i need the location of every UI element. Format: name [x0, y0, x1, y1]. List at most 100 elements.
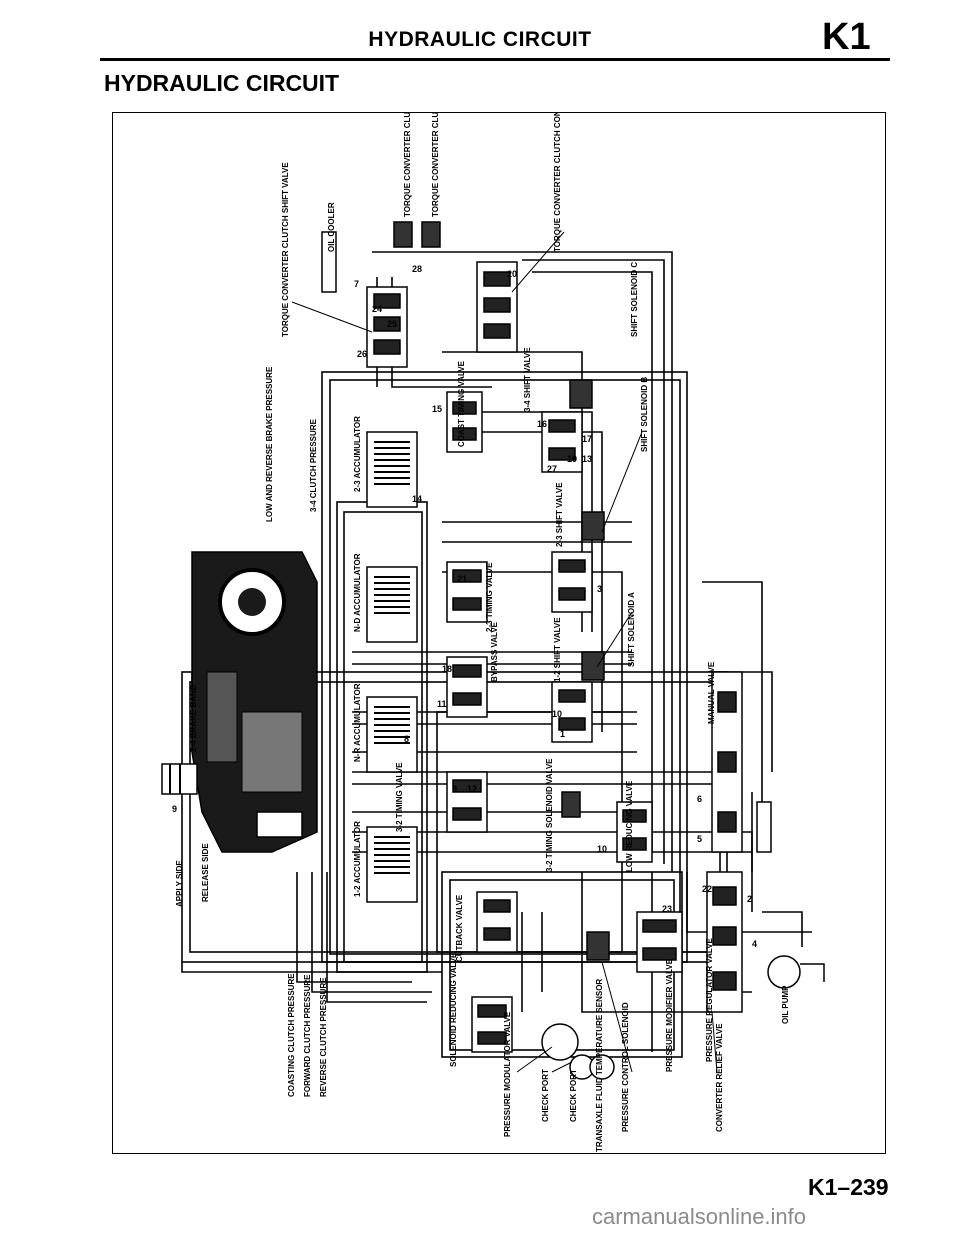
- svg-text:9: 9: [172, 804, 177, 814]
- port-numbers: 7 28 20 24 25 26 15 16 17 19 13 27 14 21…: [172, 264, 757, 949]
- timing-32-solenoid-body: [561, 791, 581, 818]
- label-nd-acc: N-D ACCUMULATOR: [353, 553, 362, 632]
- label-reverse-clutch: REVERSE CLUTCH PRESSURE: [319, 977, 328, 1097]
- svg-text:5: 5: [697, 834, 702, 844]
- svg-text:17: 17: [582, 434, 592, 444]
- shift-solenoid-a-body: [581, 651, 605, 681]
- label-acc-12: 1-2 ACCUMULATOR: [353, 821, 362, 897]
- component-labels: TORQUE CONVERTER CLUTCH SOLENOID VALVE T…: [175, 112, 790, 1152]
- label-timing-23: 2-3 TIMING VALVE: [485, 562, 494, 632]
- label-shift-12: 1-2 SHIFT VALVE: [553, 617, 562, 682]
- label-nr-acc: N-R ACCUMULATOR: [353, 683, 362, 762]
- svg-text:15: 15: [432, 404, 442, 414]
- label-check-port-2: CHECK PORT: [569, 1069, 578, 1122]
- svg-text:20: 20: [507, 269, 517, 279]
- label-release-side: RELEASE SIDE: [201, 843, 210, 902]
- label-coast-timing: COAST TIMING VALVE: [457, 360, 466, 447]
- check-port-3-symbol: [589, 1054, 615, 1080]
- acc-nr-body: [366, 696, 418, 773]
- svg-text:3: 3: [597, 584, 602, 594]
- label-bypass: BYPASS VALVE: [490, 621, 499, 682]
- svg-text:8: 8: [404, 734, 409, 744]
- svg-text:18: 18: [442, 664, 452, 674]
- svg-text:24: 24: [372, 304, 382, 314]
- svg-text:12: 12: [467, 784, 477, 794]
- label-coasting-clutch: COASTING CLUTCH PRESSURE: [287, 973, 296, 1097]
- transaxle-section: [161, 551, 318, 853]
- header-title: HYDRAULIC CIRCUIT: [368, 28, 592, 51]
- label-shift-solenoid-b: SHIFT SOLENOID B: [640, 377, 649, 452]
- label-converter-relief: CONVERTER RELIEF VALVE: [715, 1023, 724, 1132]
- label-pressure-modifier: PRESSURE MODIFIER VALVE: [665, 958, 674, 1072]
- shift-solenoid-b-body: [581, 511, 605, 541]
- label-timing-32: 3-2 TIMING VALVE: [395, 762, 404, 832]
- svg-text:21: 21: [457, 574, 467, 584]
- label-shift-solenoid-c: SHIFT SOLENOID C: [630, 262, 639, 337]
- label-pressure-regulator: PRESSURE REGULATOR VALVE: [705, 937, 714, 1062]
- label-oil-cooler: OIL COOLER: [327, 202, 336, 252]
- label-check-port-1: CHECK PORT: [541, 1069, 550, 1122]
- label-oil-pump: OIL PUMP: [781, 985, 790, 1024]
- tcc-solenoid-body: [393, 221, 413, 248]
- label-brake-band: 2-4 BRAKE BAND: [189, 684, 198, 752]
- header-rule: [100, 58, 890, 61]
- label-tcc-control-solenoid: TORQUE CONVERTER CLUTCH CONTROL SOLENOID…: [431, 112, 440, 217]
- label-pressure-modulator: PRESSURE MODULATOR VALVE: [503, 1011, 512, 1137]
- label-shift-34: 3-4 SHIFT VALVE: [523, 347, 532, 412]
- svg-text:1: 1: [560, 729, 565, 739]
- label-fluid-temp: TRANSAXLE FLUID TEMPERATURE SENSOR: [595, 979, 604, 1152]
- label-forward-clutch: FORWARD CLUTCH PRESSURE: [303, 974, 312, 1097]
- svg-text:16: 16: [537, 419, 547, 429]
- svg-text:10: 10: [597, 844, 607, 854]
- tcc-control-solenoid-body: [421, 221, 441, 248]
- misc-components: [321, 231, 825, 1080]
- svg-text:14: 14: [412, 494, 422, 504]
- svg-text:11: 11: [437, 699, 447, 709]
- label-clutch-34: 3-4 CLUTCH PRESSURE: [309, 418, 318, 512]
- label-tcc-shift-valve: TORQUE CONVERTER CLUTCH SHIFT VALVE: [281, 162, 290, 337]
- accumulators: [366, 431, 418, 903]
- label-manual-valve: MANUAL VALVE: [707, 661, 716, 724]
- svg-text:9: 9: [452, 784, 457, 794]
- acc-nd-body: [366, 566, 418, 643]
- label-tcc-control-valve: TORQUE CONVERTER CLUTCH CONTROL VALVE: [553, 112, 562, 252]
- spool-valves: [366, 261, 743, 1053]
- svg-text:19: 19: [567, 454, 577, 464]
- svg-text:10: 10: [552, 709, 562, 719]
- svg-text:7: 7: [354, 279, 359, 289]
- label-shift-solenoid-a: SHIFT SOLENOID A: [627, 592, 636, 667]
- label-low-reverse-brake: LOW AND REVERSE BRAKE PRESSURE: [265, 366, 274, 522]
- svg-text:6: 6: [697, 794, 702, 804]
- svg-text:28: 28: [412, 264, 422, 274]
- svg-text:27: 27: [547, 464, 557, 474]
- label-tcc-solenoid: TORQUE CONVERTER CLUTCH SOLENOID VALVE: [403, 112, 412, 217]
- svg-text:2: 2: [747, 894, 752, 904]
- diagram-frame: [112, 112, 886, 1154]
- label-low-reducing: LOW REDUCING VALVE: [625, 780, 634, 872]
- label-acc-23: 2-3 ACCUMULATOR: [353, 416, 362, 492]
- label-timing-32-sol: 3-2 TIMING SOLENOID VALVE: [545, 758, 554, 872]
- label-cutback: CUTBACK VALVE: [455, 894, 464, 962]
- svg-text:4: 4: [752, 939, 757, 949]
- pump-side-element: [756, 801, 772, 853]
- label-pressure-control-sol: PRESSURE CONTROL SOLENOID: [621, 1002, 630, 1132]
- section-code: K1: [822, 16, 871, 58]
- pressure-control-solenoid-body: [586, 931, 610, 961]
- leader-lines: [291, 231, 718, 1073]
- label-shift-23: 2-3 SHIFT VALVE: [555, 482, 564, 547]
- svg-text:13: 13: [582, 454, 592, 464]
- solenoids: [393, 221, 610, 961]
- svg-text:23: 23: [662, 904, 672, 914]
- hydraulic-circuit-diagram: 7 28 20 24 25 26 15 16 17 19 13 27 14 21…: [161, 112, 825, 1152]
- section-heading: HYDRAULIC CIRCUIT: [104, 70, 340, 96]
- label-apply-side: APPLY SIDE: [175, 860, 184, 907]
- check-port-1-symbol: [541, 1023, 579, 1061]
- watermark: carmanualsonline.info: [592, 1204, 807, 1229]
- svg-text:25: 25: [387, 319, 397, 329]
- acc-23-body: [366, 431, 418, 508]
- oil-cooler-body: [321, 231, 337, 293]
- svg-text:22: 22: [702, 884, 712, 894]
- oil-pump-symbol: [767, 955, 801, 989]
- shift-solenoid-c-body: [569, 379, 593, 409]
- page-number: K1–239: [808, 1174, 889, 1200]
